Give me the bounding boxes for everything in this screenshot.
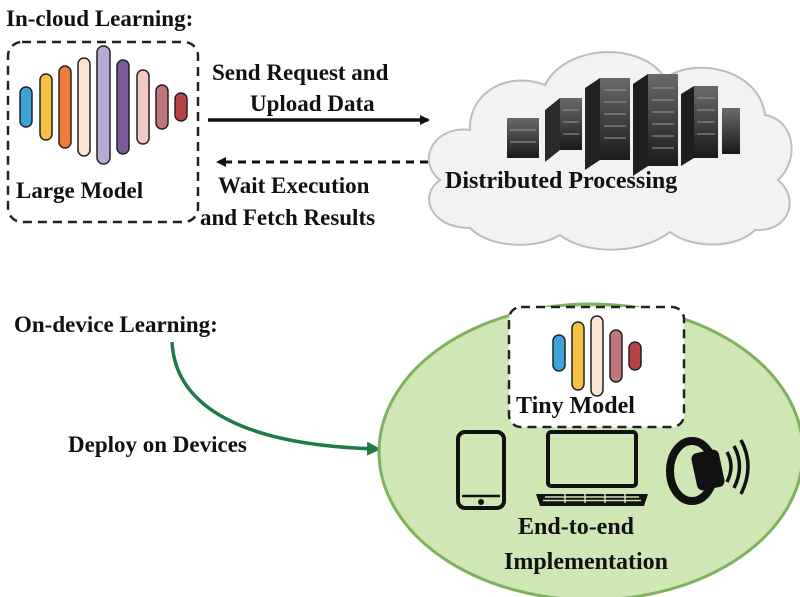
large-model-label: Large Model [16, 178, 144, 203]
deploy-arrow [170, 341, 381, 456]
laptop-icon [536, 430, 648, 506]
send-request-label-line2: Upload Data [250, 91, 375, 116]
phone-icon [456, 430, 506, 510]
server-rack-icon [507, 74, 740, 176]
implementation-label-line2: Implementation [504, 549, 668, 575]
wait-execution-label-line1: Wait Execution [218, 173, 370, 198]
distributed-processing-label: Distributed Processing [445, 168, 678, 194]
deploy-label: Deploy on Devices [68, 432, 247, 457]
tiny-model-waveform-icon [552, 315, 642, 397]
tiny-model-label: Tiny Model [516, 393, 635, 419]
large-model-waveform-icon [19, 45, 188, 165]
wait-execution-label-line2: and Fetch Results [200, 205, 376, 230]
send-request-label-line1: Send Request and [212, 60, 389, 85]
implementation-label-line1: End-to-end [518, 514, 635, 540]
cloud-section-title: In-cloud Learning: [6, 6, 194, 31]
smartwatch-icon [666, 437, 750, 505]
device-ellipse [377, 302, 800, 597]
large-model-box [6, 40, 200, 224]
device-section-title: On-device Learning: [14, 312, 218, 337]
